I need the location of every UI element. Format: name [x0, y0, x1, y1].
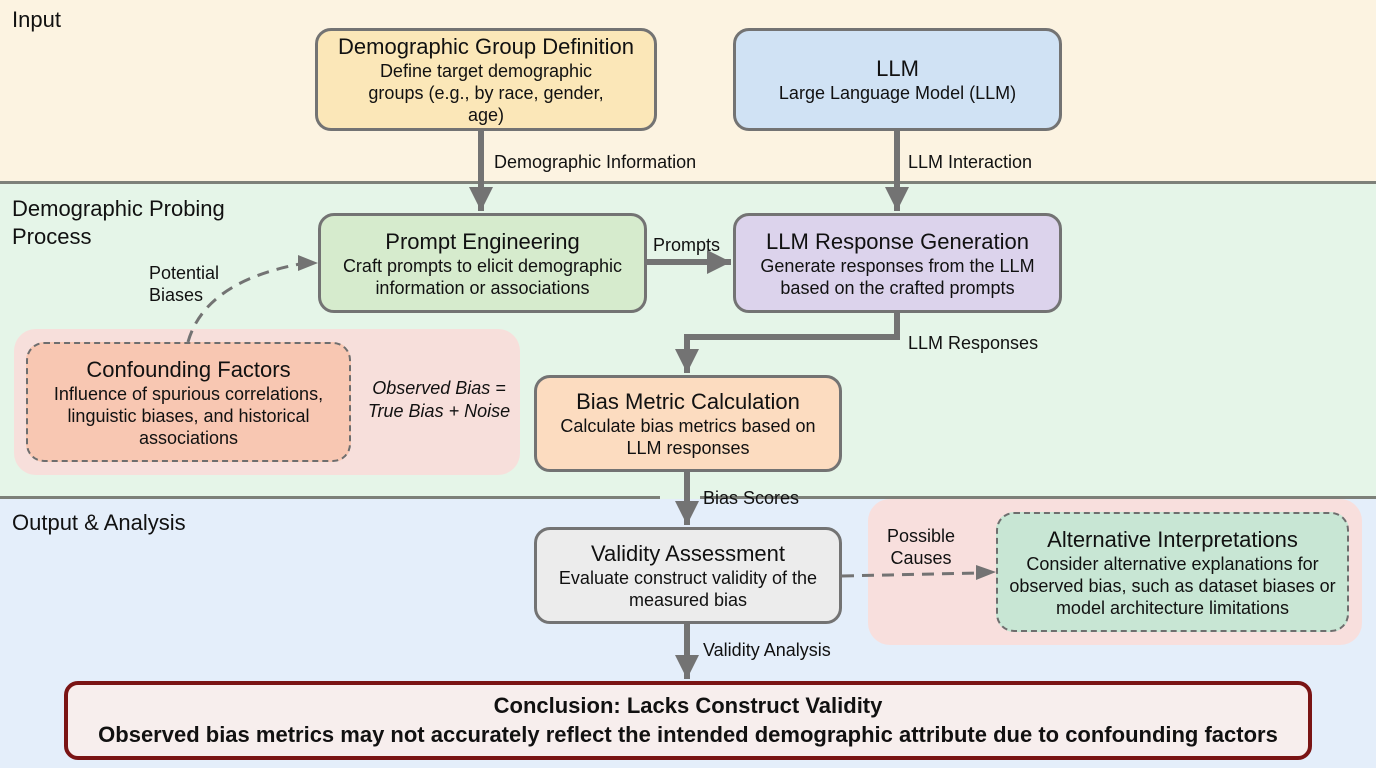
node-prompt-engineering[interactable]: Prompt Engineering Craft prompts to elic…: [318, 213, 647, 313]
conclusion-title: Conclusion: Lacks Construct Validity: [493, 692, 883, 718]
node-title: Confounding Factors: [86, 356, 291, 382]
conclusion-box[interactable]: Conclusion: Lacks Construct Validity Obs…: [64, 681, 1312, 760]
edge-label-llm-responses: LLM Responses: [908, 333, 1039, 353]
edge-label-llm-interaction: LLM Interaction: [908, 152, 1033, 172]
node-bias-metric-calculation[interactable]: Bias Metric Calculation Calculate bias m…: [534, 375, 842, 472]
node-description: Generate responses from the LLM based on…: [760, 255, 1035, 298]
node-confounding-factors[interactable]: Confounding Factors Influence of spuriou…: [26, 342, 351, 462]
label-line-1: Possible: [886, 526, 956, 546]
bias-equation: Observed Bias = True Bias + Noise: [358, 377, 520, 423]
node-llm-response-generation[interactable]: LLM Response Generation Generate respons…: [733, 213, 1062, 313]
section-title-output: Output & Analysis: [12, 510, 186, 535]
input-section: [0, 0, 1376, 184]
section-title-probing: Demographic Probing Process: [12, 196, 225, 249]
edge-label-prompts: Prompts: [653, 235, 721, 255]
node-title: Demographic Group Definition: [338, 34, 634, 59]
edge-label-possible-causes: Possible Causes: [884, 525, 958, 569]
label-line-2: Biases: [149, 285, 204, 305]
node-description: Define target demographic groups (e.g., …: [368, 61, 604, 125]
node-title: LLM Response Generation: [766, 228, 1029, 254]
node-description: Craft prompts to elicit demographic info…: [342, 255, 623, 298]
node-alternative-interpretations[interactable]: Alternative Interpretations Consider alt…: [996, 512, 1349, 632]
node-demographic-group-definition[interactable]: Demographic Group Definition Define targ…: [315, 28, 657, 131]
node-validity-assessment[interactable]: Validity Assessment Evaluate construct v…: [534, 527, 842, 624]
edge-label-validity-analysis: Validity Analysis: [703, 640, 831, 660]
edge-label-demographic-information: Demographic Information: [494, 152, 697, 172]
section-title-input: Input: [12, 7, 61, 32]
node-description: Consider alternative explanations for ob…: [1009, 553, 1336, 618]
node-description: Evaluate construct validity of the measu…: [558, 568, 818, 610]
node-title: Alternative Interpretations: [1047, 526, 1298, 552]
equation-line-2: True Bias + Noise: [367, 401, 511, 421]
node-title: LLM: [876, 56, 919, 81]
edge-label-bias-scores: Bias Scores: [703, 488, 800, 508]
node-description: Calculate bias metrics based on LLM resp…: [560, 416, 816, 458]
node-title: Bias Metric Calculation: [576, 389, 800, 414]
edge-label-potential-biases: Potential Biases: [149, 262, 219, 306]
node-title: Validity Assessment: [590, 541, 785, 566]
equation-line-1: Observed Bias =: [372, 378, 506, 398]
label-line-2: Causes: [890, 548, 952, 568]
node-title: Prompt Engineering: [385, 228, 580, 254]
conclusion-description: Observed bias metrics may not accurately…: [98, 721, 1278, 747]
node-description: Influence of spurious correlations, ling…: [53, 383, 324, 448]
label-line-1: Potential: [149, 263, 220, 283]
node-llm[interactable]: LLM Large Language Model (LLM): [733, 28, 1062, 131]
divider-gap: [660, 496, 700, 499]
node-description: Large Language Model (LLM): [778, 83, 1017, 103]
